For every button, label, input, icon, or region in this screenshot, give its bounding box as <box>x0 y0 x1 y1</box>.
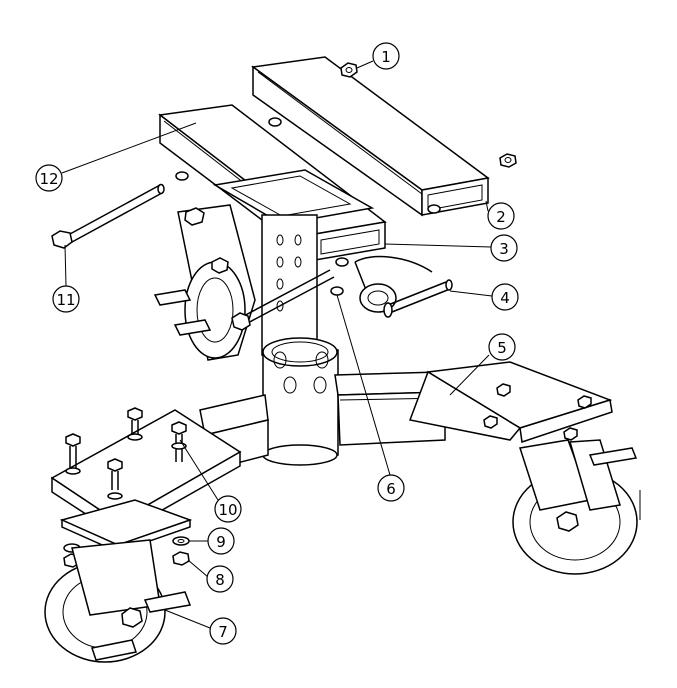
ring-part-6 <box>330 286 344 296</box>
leader-lines <box>61 60 493 629</box>
callout-3: 3 <box>490 234 518 262</box>
callout-label: 8 <box>215 571 225 589</box>
saddle-plate <box>212 169 375 225</box>
callout-7: 7 <box>209 617 237 645</box>
callout-9: 9 <box>207 527 235 555</box>
callout-label: 3 <box>499 240 509 258</box>
callout-1: 1 <box>372 42 400 70</box>
callout-label: 2 <box>496 208 506 226</box>
callout-2: 2 <box>487 202 515 230</box>
hex-nut-tube-end <box>499 153 517 168</box>
callout-12: 12 <box>35 164 63 192</box>
right-caster <box>512 439 641 575</box>
callout-11: 11 <box>52 285 80 313</box>
callout-label: 1 <box>381 48 391 66</box>
plate-bolts <box>65 407 187 500</box>
tube-mount-nuts <box>175 117 441 267</box>
callout-8: 8 <box>206 565 234 593</box>
cross-pin <box>231 269 335 331</box>
callout-10: 10 <box>214 495 242 523</box>
left-caster <box>44 539 192 663</box>
lock-pin-part-4 <box>354 255 453 318</box>
rear-caster <box>153 204 256 361</box>
center-post <box>261 214 318 356</box>
callout-label: 12 <box>39 170 58 188</box>
callout-label: 9 <box>216 533 226 551</box>
callout-label: 5 <box>497 339 507 357</box>
callout-label: 4 <box>500 289 510 307</box>
hex-nut-part-1 <box>340 62 358 78</box>
caster-plate-right <box>408 361 613 443</box>
callout-label: 6 <box>386 480 396 498</box>
callout-label: 7 <box>218 623 228 641</box>
callout-4: 4 <box>491 283 519 311</box>
center-hub <box>262 337 339 466</box>
callout-5: 5 <box>488 333 516 361</box>
callout-label: 11 <box>56 291 75 309</box>
callout-label: 10 <box>218 501 237 519</box>
callout-6: 6 <box>377 474 405 502</box>
long-bolt-part-11 <box>51 183 165 249</box>
